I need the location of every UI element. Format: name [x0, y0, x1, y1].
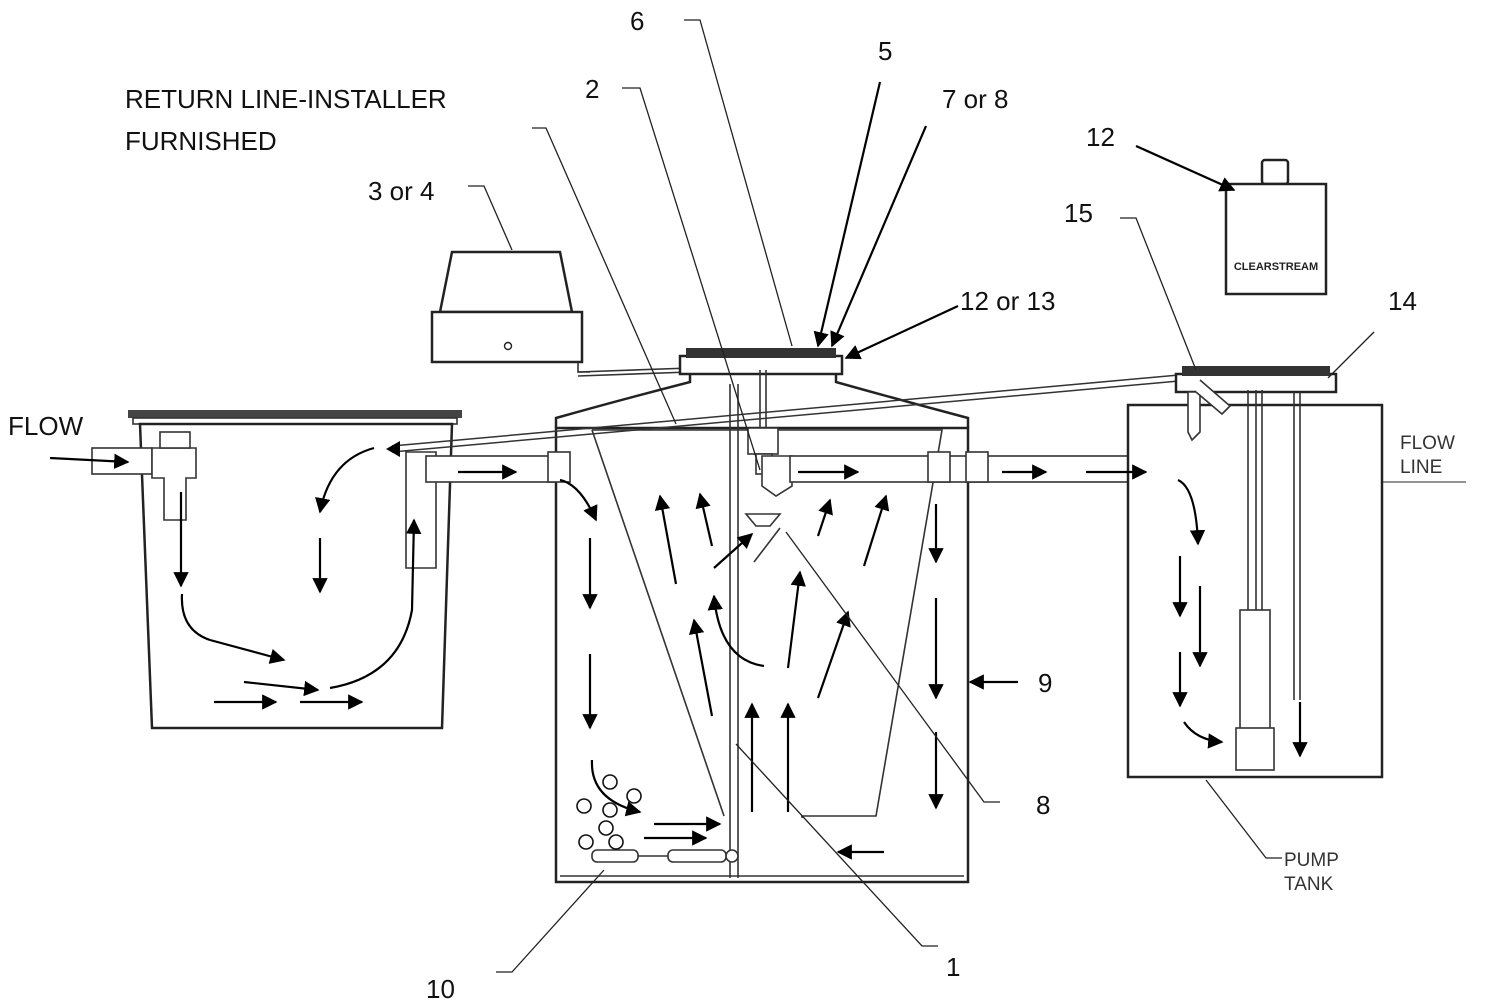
- callout-8: 8: [1036, 790, 1050, 820]
- clearstream-bottle: CLEARSTREAM: [1224, 158, 1328, 296]
- brand-label: CLEARSTREAM: [1234, 261, 1318, 273]
- flow-line-label: FLOW: [1400, 433, 1455, 454]
- outlet-pipe: [425, 455, 557, 483]
- callout-arrows: [813, 81, 1375, 690]
- air-bubbles: [576, 774, 642, 850]
- flow-label: FLOW: [8, 411, 84, 441]
- callout-5: 5: [878, 36, 892, 66]
- callout-14: 14: [1388, 286, 1417, 316]
- callout-3-or-4: 3 or 4: [368, 176, 435, 206]
- pump-tank-label-2: TANK: [1284, 874, 1334, 895]
- callout-1: 1: [946, 952, 960, 982]
- callout-leaders: [468, 19, 1282, 973]
- return-line: [386, 373, 1191, 457]
- callout-7-or-8: 7 or 8: [942, 84, 1009, 114]
- pump-tank: [1126, 366, 1384, 779]
- callout-9: 9: [1038, 668, 1052, 698]
- pump: [1239, 609, 1271, 731]
- callout-12: 12: [1086, 122, 1115, 152]
- flow-line-label-2: LINE: [1400, 457, 1442, 478]
- treatment-tank: [547, 348, 1161, 884]
- callout-10: 10: [426, 974, 455, 1002]
- callout-2: 2: [585, 74, 599, 104]
- callout-12-or-13: 12 or 13: [960, 286, 1055, 316]
- pump-tank-label: PUMP: [1284, 850, 1339, 871]
- control-panel: [430, 250, 691, 377]
- pretreatment-tank: [91, 410, 557, 730]
- callout-6: 6: [630, 6, 644, 36]
- return-line-label-2: FURNISHED: [125, 126, 277, 156]
- return-line-label: RETURN LINE-INSTALLER: [125, 84, 447, 114]
- callout-15: 15: [1064, 198, 1093, 228]
- flow-arrows: [49, 446, 1308, 860]
- labels: RETURN LINE-INSTALLER FURNISHED FLOW FLO…: [8, 6, 1455, 1002]
